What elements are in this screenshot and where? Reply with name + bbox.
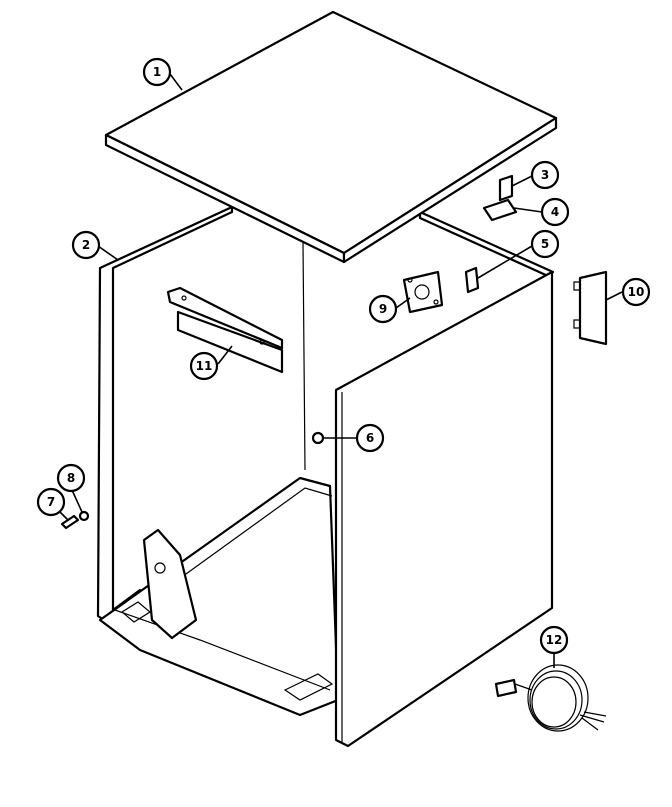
callout-6: 6	[355, 423, 385, 453]
bracket-9-hole	[414, 284, 430, 300]
callout-2-label: 2	[82, 238, 90, 252]
cord-tail	[514, 683, 533, 691]
pedestal-foot	[120, 601, 152, 623]
cabinet	[96, 205, 555, 717]
side-bracket-10	[573, 270, 608, 346]
callout-11-label: 11	[196, 359, 213, 373]
callout-8: 8	[56, 463, 86, 493]
leader-5	[477, 245, 533, 279]
top-panel-side-edge	[342, 116, 558, 264]
callout-9-label: 9	[379, 302, 387, 316]
callout-11: 11	[189, 351, 219, 381]
leader-2	[97, 245, 119, 261]
top-panel-surface	[104, 10, 558, 255]
leader-1	[169, 73, 183, 91]
callout-5: 5	[530, 229, 560, 259]
base-pocket	[283, 673, 334, 701]
cord-wires	[579, 711, 607, 731]
leader-7	[59, 511, 69, 521]
leader-lines	[59, 73, 623, 668]
leader-3	[511, 175, 533, 187]
clip-3	[498, 174, 514, 202]
washer-8	[78, 510, 90, 522]
callout-4-label: 4	[551, 205, 559, 219]
callout-12: 12	[539, 625, 569, 655]
callout-8-label: 8	[67, 471, 75, 485]
rear-bracket	[166, 286, 284, 374]
leader-8	[71, 489, 83, 513]
callout-5-label: 5	[541, 237, 549, 251]
bracket-9	[402, 270, 444, 314]
callout-7-label: 7	[47, 495, 55, 509]
cord-plug	[494, 678, 518, 698]
bracket-9-screw-top	[407, 277, 413, 283]
callout-6-label: 6	[366, 431, 374, 445]
rear-bracket-top	[166, 286, 284, 350]
side-bracket-10-tab-bottom	[573, 319, 580, 329]
bracket-9-screw-bottom	[433, 299, 439, 305]
leader-11	[217, 345, 233, 365]
callout-9: 9	[368, 294, 398, 324]
side-bracket-10-tab-top	[573, 281, 580, 291]
pedestal-hole	[154, 562, 166, 574]
cord-coil-3	[531, 676, 577, 728]
pedestal-support	[142, 528, 198, 640]
bracket-9-body	[402, 270, 444, 314]
cabinet-back-edge	[302, 242, 306, 471]
leader-9	[395, 297, 411, 309]
callout-1-label: 1	[153, 65, 161, 79]
rear-bracket-hole-right	[259, 339, 265, 345]
callout-3: 3	[530, 160, 560, 190]
cabinet-base-rim	[149, 487, 333, 601]
cabinet-front-panel	[334, 270, 554, 748]
rear-bracket-face	[176, 310, 284, 374]
leader-4	[513, 207, 543, 213]
hinge-4	[482, 198, 518, 222]
callouts: 1 2 3 4 5 6 7 8	[36, 57, 651, 655]
callout-10-label: 10	[628, 285, 645, 299]
callout-12-label: 12	[546, 633, 563, 647]
base-channel	[114, 609, 331, 691]
rear-bracket-hole-left	[181, 295, 187, 301]
power-cord	[494, 664, 607, 732]
side-bracket-10-body	[578, 270, 608, 346]
callout-10: 10	[621, 277, 651, 307]
plug-button-6	[311, 431, 325, 445]
screw-7	[60, 514, 80, 530]
cord-coil-2	[529, 670, 583, 730]
top-panel	[104, 10, 558, 264]
callout-4: 4	[540, 197, 570, 227]
callout-7: 7	[36, 487, 66, 517]
clip-5	[464, 266, 480, 294]
leader-10	[605, 291, 623, 301]
callout-1: 1	[142, 57, 172, 87]
callout-2: 2	[71, 230, 101, 260]
cord-coil-1	[527, 664, 589, 732]
callout-3-label: 3	[541, 168, 549, 182]
